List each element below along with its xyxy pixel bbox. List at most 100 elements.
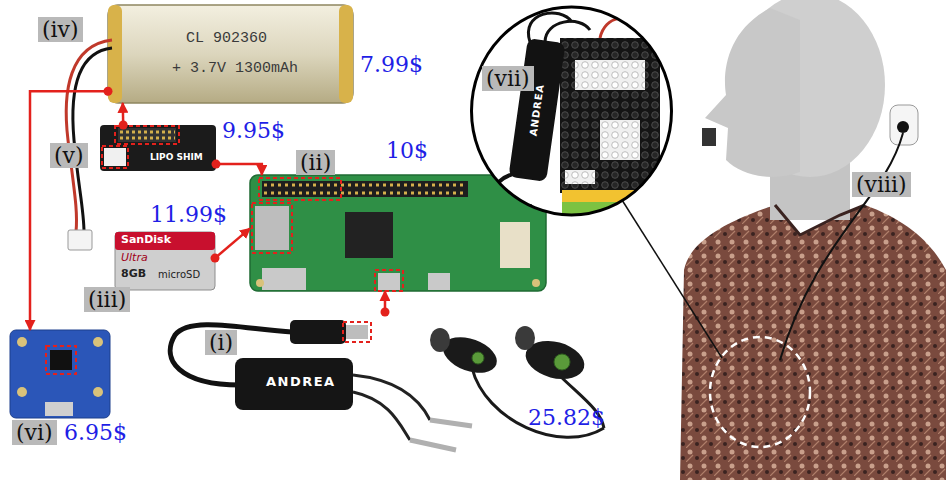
audio-cable: [353, 392, 410, 440]
pad-hole: [93, 337, 103, 347]
connector-arrow: [216, 164, 262, 175]
adapter-box: [235, 358, 353, 410]
audio-jack: [410, 440, 456, 450]
price-label: 6.95$: [64, 420, 127, 445]
mannequin-face: [705, 8, 800, 177]
pad-hole: [93, 387, 103, 397]
highlight-box: [46, 346, 76, 374]
usb-audio-adapter: (i) ANDREA 25.82$: [150, 312, 620, 472]
inset-ring: [472, 7, 672, 215]
price-label: 9.95$: [222, 118, 285, 143]
highlight-box: [102, 146, 128, 168]
earbud-tip: [430, 328, 450, 352]
pi-board: [250, 175, 546, 291]
soc-chip: [345, 212, 393, 258]
sd-card-photo: (iii)11.99$SanDiskUltra8GBmicroSD: [115, 232, 215, 290]
earbud-logo: [472, 352, 484, 364]
mannequin-mouth: [702, 128, 716, 146]
header-pins: [264, 184, 466, 187]
shirt: [680, 205, 946, 480]
earbud-logo: [554, 354, 570, 370]
hdmi-port: [262, 268, 306, 290]
lipo-shim-board: (v)9.95$LIPO SHIM: [100, 125, 216, 171]
card-print: Ultra: [121, 252, 148, 265]
inset-adapter: [508, 38, 565, 182]
mount-hole: [256, 279, 264, 287]
mannequin-ear: [890, 105, 918, 145]
battery-plug: [68, 230, 92, 250]
part-number: (vi): [12, 420, 57, 445]
lego-white-brick: [575, 60, 645, 90]
mannequin-photo: (viii): [676, 0, 946, 480]
highlight-box: [115, 126, 179, 144]
header-pins: [264, 192, 466, 195]
price-label: 7.99$: [360, 52, 423, 77]
mount-hole: [532, 279, 540, 287]
pin-header: [118, 128, 176, 142]
lego-case: [560, 38, 660, 193]
inset-cable: [545, 21, 590, 42]
part-number: (iii): [84, 287, 130, 312]
sd-card-band: [115, 232, 215, 250]
card-print: 8GB: [121, 268, 146, 281]
charger-board: (vi)6.95$: [10, 330, 110, 418]
connector-arrow: [215, 228, 250, 258]
price-label: 25.82$: [528, 405, 605, 430]
pad-hole: [17, 337, 27, 347]
part-number: (v): [50, 143, 88, 168]
board-print: LIPO SHIM: [150, 152, 203, 162]
charger-chip: [50, 350, 72, 370]
price-label: 10$: [386, 138, 428, 163]
pocket-outline: [710, 337, 810, 447]
battery-body: [108, 5, 353, 103]
part-number: (vii): [482, 66, 534, 91]
usb-plug: [290, 320, 346, 344]
card-print: SanDisk: [121, 234, 171, 247]
highlight-box: [259, 178, 341, 200]
sd-card: [115, 232, 215, 290]
battery-print: + 3.7V 1300mAh: [172, 60, 298, 77]
inset-circle: (vii)ANDREA: [470, 5, 675, 217]
header-pins: [120, 137, 175, 140]
inset-photo: [472, 7, 672, 224]
battery-print: CL 902360: [186, 30, 267, 47]
header-pins: [120, 131, 175, 134]
battery-photo: (iv)7.99$CL 902360+ 3.7V 1300mAh: [108, 5, 354, 103]
lego-white-brick: [565, 170, 595, 184]
part-number: (iv): [38, 17, 83, 42]
lego-yellow-layer: [562, 190, 666, 202]
usb-port: [45, 402, 73, 416]
inset-outline: [470, 5, 675, 217]
usb-port: [378, 273, 400, 290]
highlight-box: [375, 270, 403, 291]
gpio-header: [262, 181, 468, 197]
battery-end: [339, 5, 353, 103]
part-number: (viii): [852, 172, 911, 197]
usb-port: [428, 273, 450, 290]
price-label: 11.99$: [150, 202, 227, 227]
worn-earbud: [897, 121, 909, 133]
audio-jack: [430, 420, 472, 426]
battery-end: [108, 5, 122, 103]
earphone-cable: [472, 368, 604, 437]
sd-slot: [255, 206, 289, 250]
part-number: (i): [205, 330, 237, 355]
highlight-box: [343, 322, 371, 342]
part-number: (ii): [296, 150, 335, 175]
card-print: microSD: [158, 269, 200, 281]
camera-connector: [500, 222, 530, 268]
jst-connector: [104, 148, 126, 166]
connector-arrow: [122, 103, 125, 125]
inset-ground: [472, 7, 672, 215]
lego-white-brick: [600, 120, 640, 160]
earbud-tip: [515, 326, 535, 350]
charger-board: [10, 330, 110, 418]
earbud-cable: [780, 133, 903, 360]
connector-arrow: [384, 291, 387, 312]
pad-hole: [17, 387, 27, 397]
usb-plug-tip: [346, 325, 368, 339]
raspberry-pi-board: (ii)10$: [250, 175, 546, 291]
brand-print: ANDREA: [266, 375, 336, 390]
highlight-box: [252, 203, 292, 253]
